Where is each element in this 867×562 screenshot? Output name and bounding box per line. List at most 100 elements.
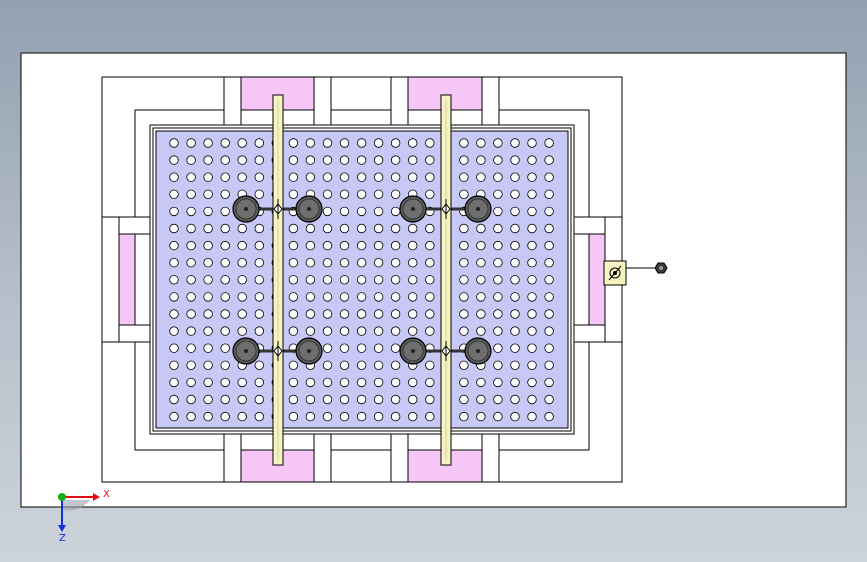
suction-cup-icon[interactable] <box>399 337 427 365</box>
vacuum-hole <box>527 240 537 251</box>
vacuum-hole <box>493 343 503 353</box>
vacuum-hole <box>254 292 264 302</box>
vacuum-hole <box>493 258 503 268</box>
vacuum-hole <box>169 394 179 405</box>
suction-cup-icon[interactable] <box>464 337 492 365</box>
vacuum-hole <box>237 377 247 388</box>
vacuum-hole <box>425 292 435 302</box>
vacuum-hole <box>322 138 333 148</box>
vacuum-hole <box>220 394 230 405</box>
vacuum-hole <box>169 206 179 217</box>
vacuum-hole <box>527 309 537 319</box>
vacuum-hole <box>203 292 213 302</box>
vacuum-hole <box>373 275 384 285</box>
vacuum-hole <box>288 189 299 200</box>
vacuum-hole <box>493 206 503 217</box>
vacuum-hole <box>425 360 435 371</box>
vacuum-hole <box>390 360 401 371</box>
vacuum-hole <box>339 206 350 217</box>
vacuum-hole <box>527 343 537 353</box>
vacuum-hole <box>220 326 230 336</box>
vacuum-hole <box>322 223 333 234</box>
vacuum-hole <box>339 172 350 182</box>
vacuum-hole <box>425 189 435 200</box>
vacuum-hole <box>203 275 213 285</box>
vacuum-hole <box>220 360 230 371</box>
vacuum-hole <box>305 155 316 165</box>
vacuum-hole <box>493 223 503 234</box>
vertical-rails <box>272 94 452 466</box>
fixture-assembly[interactable] <box>101 76 668 483</box>
vacuum-hole <box>356 309 367 319</box>
vacuum-hole <box>322 343 333 353</box>
suction-cup-icon[interactable] <box>464 195 492 223</box>
vacuum-hole <box>169 343 179 353</box>
vacuum-hole <box>390 377 401 388</box>
vacuum-hole <box>220 309 230 319</box>
vacuum-hole <box>356 172 367 182</box>
vacuum-hole <box>237 138 247 148</box>
vacuum-hole <box>203 240 213 251</box>
vacuum-hole <box>408 172 418 182</box>
vacuum-hole <box>305 258 316 268</box>
vacuum-hole <box>373 377 384 388</box>
vacuum-hole <box>339 258 350 268</box>
vacuum-hole <box>220 343 230 353</box>
vacuum-hole <box>169 155 179 165</box>
vacuum-hole <box>544 377 554 388</box>
vacuum-hole <box>373 258 384 268</box>
vacuum-hole <box>408 394 418 405</box>
vacuum-hole <box>476 172 486 182</box>
vacuum-hole <box>408 326 418 336</box>
vacuum-hole <box>544 394 554 405</box>
vacuum-hole <box>493 411 503 422</box>
vacuum-hole <box>237 172 247 182</box>
vacuum-hole <box>322 292 333 302</box>
vacuum-hole <box>425 275 435 285</box>
vacuum-hole <box>169 258 179 268</box>
vacuum-hole <box>322 360 333 371</box>
vacuum-hole <box>203 377 213 388</box>
vacuum-hole <box>390 138 401 148</box>
hex-connector-icon[interactable] <box>654 262 668 274</box>
vacuum-hole <box>169 360 179 371</box>
vacuum-hole <box>425 326 435 336</box>
vacuum-hole <box>356 189 367 200</box>
vacuum-hole <box>459 360 469 371</box>
suction-cup-icon[interactable] <box>295 195 323 223</box>
vacuum-hole <box>203 258 213 268</box>
vacuum-hole <box>425 155 435 165</box>
vacuum-hole <box>510 309 520 319</box>
vacuum-hole <box>186 360 196 371</box>
vacuum-hole <box>510 258 520 268</box>
suction-cup-icon[interactable] <box>399 195 427 223</box>
vacuum-hole <box>339 155 350 165</box>
suction-cup-icon[interactable] <box>232 337 260 365</box>
vacuum-hole <box>339 326 350 336</box>
vacuum-hole <box>390 309 401 319</box>
vacuum-hole <box>322 172 333 182</box>
vacuum-hole <box>390 394 401 405</box>
vacuum-hole <box>510 206 520 217</box>
vacuum-hole <box>510 138 520 148</box>
vacuum-hole <box>373 394 384 405</box>
vacuum-hole <box>459 411 469 422</box>
vacuum-hole <box>425 258 435 268</box>
vacuum-hole <box>493 292 503 302</box>
vacuum-hole <box>527 275 537 285</box>
vacuum-hole <box>339 275 350 285</box>
vacuum-hole <box>425 411 435 422</box>
suction-cup-icon[interactable] <box>232 195 260 223</box>
suction-cup-group[interactable] <box>232 195 492 365</box>
vacuum-hole <box>237 292 247 302</box>
vacuum-valve-icon[interactable] <box>603 260 627 286</box>
vacuum-hole <box>493 189 503 200</box>
vacuum-hole <box>169 240 179 251</box>
vacuum-hole <box>220 206 230 217</box>
vacuum-hole <box>476 258 486 268</box>
suction-cup-icon[interactable] <box>295 337 323 365</box>
vacuum-hole <box>186 292 196 302</box>
vacuum-hole <box>220 275 230 285</box>
vacuum-hole <box>356 155 367 165</box>
